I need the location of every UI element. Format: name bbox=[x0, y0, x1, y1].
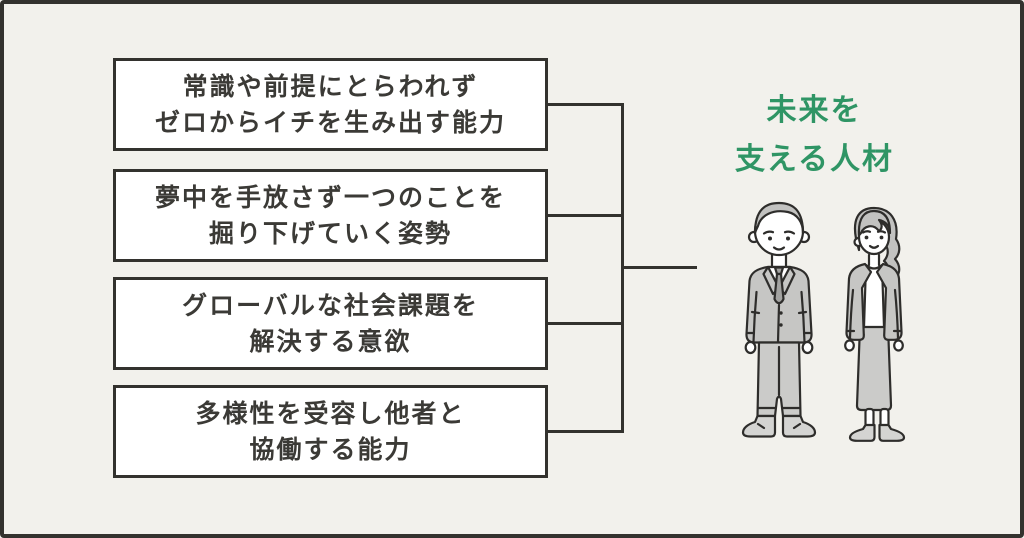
title-line-2: 支える人材 bbox=[734, 143, 895, 176]
connector-output-line bbox=[621, 266, 697, 269]
woman-hand bbox=[844, 339, 855, 352]
connector-stub-4 bbox=[545, 430, 624, 433]
ability-box-3: グローバルな社会課題を 解決する意欲 bbox=[113, 277, 548, 370]
box-3-text-line-1: グローバルな社会課題を bbox=[182, 291, 479, 320]
connector-stub-2 bbox=[545, 214, 624, 217]
box-4-text-line-1: 多様性を受容し他者と bbox=[195, 399, 466, 428]
box-1-text-line-1: 常識や前提にとらわれず bbox=[182, 72, 479, 101]
woman-hand bbox=[893, 339, 904, 352]
ability-box-1: 常識や前提にとらわれず ゼロからイチを生み出す能力 bbox=[113, 58, 548, 151]
man-hand bbox=[801, 340, 814, 355]
ability-box-2: 夢中を手放さず一つのことを 掘り下げていく姿勢 bbox=[113, 169, 548, 262]
box-4-text-line-2: 協働する能力 bbox=[249, 435, 412, 464]
box-1-text-line-2: ゼロからイチを生み出す能力 bbox=[154, 108, 506, 137]
connector-stub-3 bbox=[545, 322, 624, 325]
businessman-figure bbox=[741, 201, 817, 438]
ability-box-4: 多様性を受容し他者と 協働する能力 bbox=[113, 385, 548, 478]
title-line-1: 未来を bbox=[766, 94, 863, 127]
man-hand bbox=[744, 340, 757, 355]
box-2-text-line-2: 掘り下げていく姿勢 bbox=[208, 219, 452, 248]
woman-neck bbox=[869, 247, 879, 267]
two-business-people-illustration bbox=[741, 201, 906, 442]
connector-stub-1 bbox=[545, 103, 624, 106]
man-shoe bbox=[781, 414, 817, 438]
man-hair bbox=[753, 201, 805, 235]
man-shoe bbox=[741, 414, 777, 438]
businesswoman-figure bbox=[844, 206, 906, 442]
box-2-text-line-1: 夢中を手放さず一つのことを bbox=[154, 183, 506, 212]
woman-shoe bbox=[878, 423, 906, 442]
future-talent-title: 未来を 支える人材 bbox=[712, 86, 917, 184]
woman-shoe bbox=[848, 423, 876, 442]
box-3-text-line-2: 解決する意欲 bbox=[249, 327, 412, 356]
